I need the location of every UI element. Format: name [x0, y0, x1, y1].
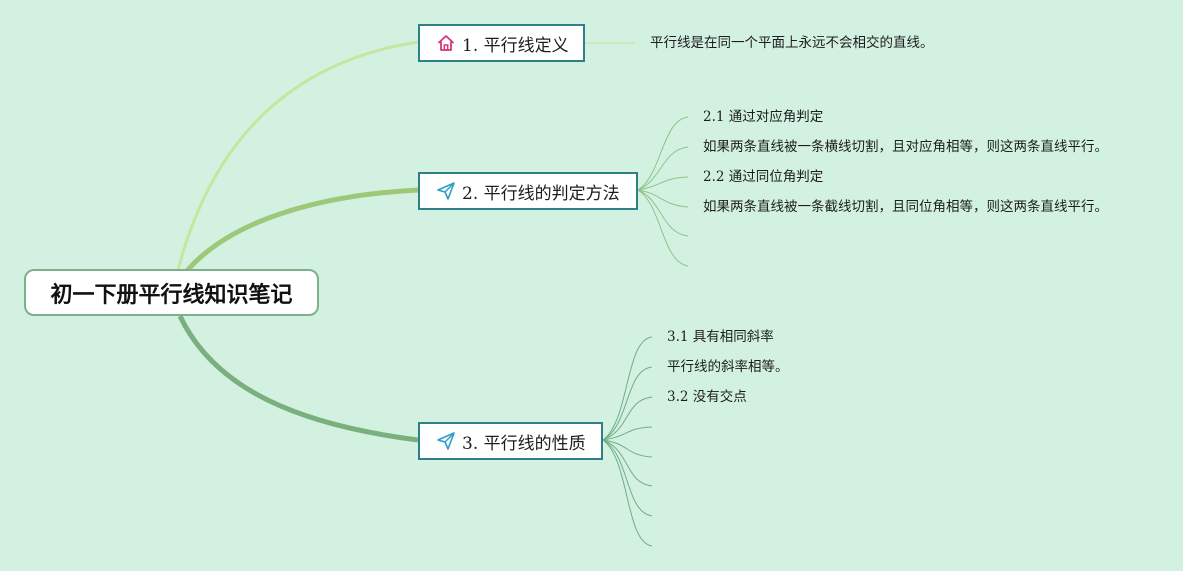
connector-branch-3-leaf-2: [602, 366, 653, 441]
connector-root-branch-3: [177, 314, 419, 443]
connector-branch-3-leaf-1: [602, 336, 653, 441]
leaf-criteria-1[interactable]: 2.1 通过对应角判定: [703, 109, 824, 125]
connector-branch-2-leaf-2: [637, 146, 689, 191]
branch-topic-label: 2. 平行线的判定方法: [462, 183, 620, 204]
root-topic[interactable]: 初一下册平行线知识笔记: [24, 269, 319, 316]
connector-branch-3-leaf-6: [602, 439, 653, 487]
leaf-criteria-3[interactable]: 2.2 通过同位角判定: [703, 169, 824, 185]
branch-topic-label: 3. 平行线的性质: [462, 433, 586, 454]
connector-branch-2-leaf-3: [637, 176, 689, 191]
connector-branch-3-leaf-3: [602, 396, 653, 441]
leaf-properties-3[interactable]: 3.2 没有交点: [667, 389, 747, 405]
leaf-criteria-2[interactable]: 如果两条直线被一条横线切割，且对应角相等，则这两条直线平行。: [703, 139, 1108, 155]
branch-topic-definition[interactable]: 1. 平行线定义: [418, 24, 585, 62]
connector-branch-3-leaf-5: [602, 439, 653, 458]
connector-branch-3-leaf-7: [602, 439, 653, 517]
paper-plane-icon: [436, 431, 456, 451]
connector-branch-2-leaf-4: [637, 189, 689, 208]
connector-branch-3-leaf-8: [602, 439, 653, 547]
connector-root-branch-2: [184, 187, 419, 274]
paper-plane-icon: [436, 181, 456, 201]
leaf-definition[interactable]: 平行线是在同一个平面上永远不会相交的直线。: [650, 35, 934, 51]
branch-topic-properties[interactable]: 3. 平行线的性质: [418, 422, 603, 460]
connector-root-branch-1: [176, 40, 419, 271]
connector-branch-2-leaf-1: [637, 116, 689, 191]
leaf-properties-1[interactable]: 3.1 具有相同斜率: [667, 329, 774, 345]
home-icon: [436, 33, 456, 53]
branch-topic-label: 1. 平行线定义: [462, 35, 569, 56]
leaf-criteria-4[interactable]: 如果两条直线被一条截线切割，且同位角相等，则这两条直线平行。: [703, 199, 1108, 215]
connector-branch-2-leaf-5: [637, 189, 689, 237]
leaf-properties-2[interactable]: 平行线的斜率相等。: [667, 359, 789, 375]
connector-branch-3-leaf-4: [602, 426, 653, 441]
branch-topic-criteria[interactable]: 2. 平行线的判定方法: [418, 172, 638, 210]
connector-branch-2-leaf-6: [637, 189, 689, 267]
root-topic-label: 初一下册平行线知识笔记: [50, 282, 293, 308]
